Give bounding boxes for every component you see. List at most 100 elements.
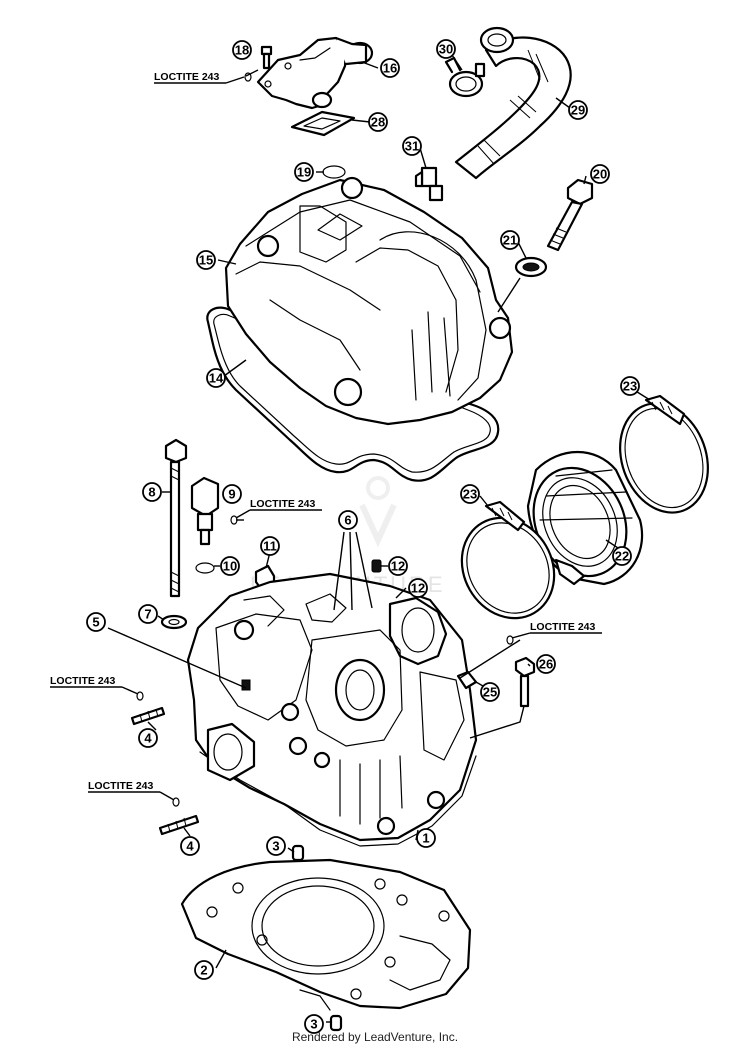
part-31-sensor [414,166,444,202]
callout-12-lower: 12 [408,578,428,598]
svg-text:12: 12 [411,581,425,596]
svg-text:23: 23 [623,379,637,394]
callout-3-upper: 3 [266,836,286,856]
loctite-label-item26: LOCTITE 243 [511,621,602,639]
part-10-seal [195,562,215,574]
callout-21: 21 [500,230,520,250]
svg-text:LOCTITE 243: LOCTITE 243 [154,71,220,83]
svg-text:25: 25 [483,685,497,700]
part-4-stud-lower [158,797,200,836]
callout-20: 20 [590,164,610,184]
part-23-clamp-upper [619,394,709,514]
callout-4-upper: 4 [138,728,158,748]
svg-text:19: 19 [297,165,311,180]
callout-30: 30 [436,39,456,59]
callout-29: 29 [568,100,588,120]
svg-text:29: 29 [571,103,585,118]
loctite-label-item4-upper: LOCTITE 243 [50,675,139,695]
svg-text:3: 3 [310,1017,317,1032]
leader-lines [107,48,651,1023]
svg-text:4: 4 [144,731,152,746]
callout-3-lower: 3 [304,1014,324,1034]
callout-18: 18 [232,40,252,60]
loctite-label-item9: LOCTITE 243 [235,498,322,519]
svg-text:4: 4 [186,839,194,854]
loctite-label-top: LOCTITE 243 [154,71,245,84]
svg-text:2: 2 [200,963,207,978]
svg-text:15: 15 [199,253,213,268]
part-16-thermostat-housing [256,36,374,110]
callout-23-lower: 23 [460,484,480,504]
part-1-cylinder-head [186,572,478,847]
svg-text:LOCTITE 243: LOCTITE 243 [50,675,116,687]
svg-text:LOCTITE 243: LOCTITE 243 [88,780,154,792]
svg-text:31: 31 [405,139,419,154]
part-28-gasket [290,110,356,137]
svg-text:9: 9 [228,487,235,502]
callout-23-upper: 23 [620,376,640,396]
svg-text:18: 18 [235,43,249,58]
callout-1: 1 [416,828,436,848]
watermark-logo [359,476,397,548]
callout-2: 2 [194,960,214,980]
callout-6: 6 [338,510,358,530]
callout-7: 7 [138,604,158,624]
part-12-dowel [371,559,382,573]
svg-text:26: 26 [539,657,553,672]
svg-text:28: 28 [371,115,385,130]
svg-text:11: 11 [263,539,277,554]
callout-16: 16 [380,58,400,78]
svg-text:30: 30 [439,42,453,57]
callout-11: 11 [260,536,280,556]
part-3-dowel-upper [291,844,305,862]
footer-credit: Rendered by LeadVenture, Inc. [291,1030,459,1044]
svg-text:3: 3 [272,839,279,854]
callout-9: 9 [222,484,242,504]
part-7-washer [160,614,188,630]
svg-text:22: 22 [615,549,629,564]
part-23-clamp-lower [460,500,556,620]
svg-text:6: 6 [344,513,351,528]
svg-text:21: 21 [503,233,517,248]
svg-text:16: 16 [383,61,397,76]
callout-22: 22 [612,546,632,566]
part-2-head-gasket [180,858,472,1011]
callout-14: 14 [206,368,226,388]
part-26-bolt [514,656,536,708]
svg-text:12: 12 [391,559,405,574]
callout-28: 28 [368,112,388,132]
part-8-long-bolt [164,438,188,598]
loctite-label-item4-lower: LOCTITE 243 [88,780,175,801]
svg-text:1: 1 [422,831,429,846]
callout-15: 15 [196,250,216,270]
svg-text:LOCTITE 243: LOCTITE 243 [530,621,596,633]
svg-text:5: 5 [92,615,99,630]
part-30-hose-clamp [444,56,486,98]
part-29-hose [454,26,572,180]
part-5-bolt [241,679,251,691]
part-9-temperature-sensor [190,476,238,546]
part-18-bolt [244,45,273,82]
callout-26: 26 [536,654,556,674]
callout-4-lower: 4 [180,836,200,856]
callout-25: 25 [480,682,500,702]
part-20-bolt [546,178,594,252]
callout-5: 5 [86,612,106,632]
svg-text:10: 10 [223,559,237,574]
svg-text:7: 7 [144,607,151,622]
part-15-valve-cover [224,176,514,426]
svg-text:14: 14 [209,371,224,386]
part-4-stud-upper [130,691,166,726]
part-19-o-ring [322,165,346,179]
callout-8: 8 [142,482,162,502]
callout-10: 10 [220,556,240,576]
part-21-grommet [514,256,548,278]
callout-12-upper: 12 [388,556,408,576]
part-3-dowel-lower [329,1014,343,1032]
callout-31: 31 [402,136,422,156]
callout-19: 19 [294,162,314,182]
svg-text:8: 8 [148,485,155,500]
svg-text:LOCTITE 243: LOCTITE 243 [250,498,316,510]
svg-text:20: 20 [593,167,607,182]
